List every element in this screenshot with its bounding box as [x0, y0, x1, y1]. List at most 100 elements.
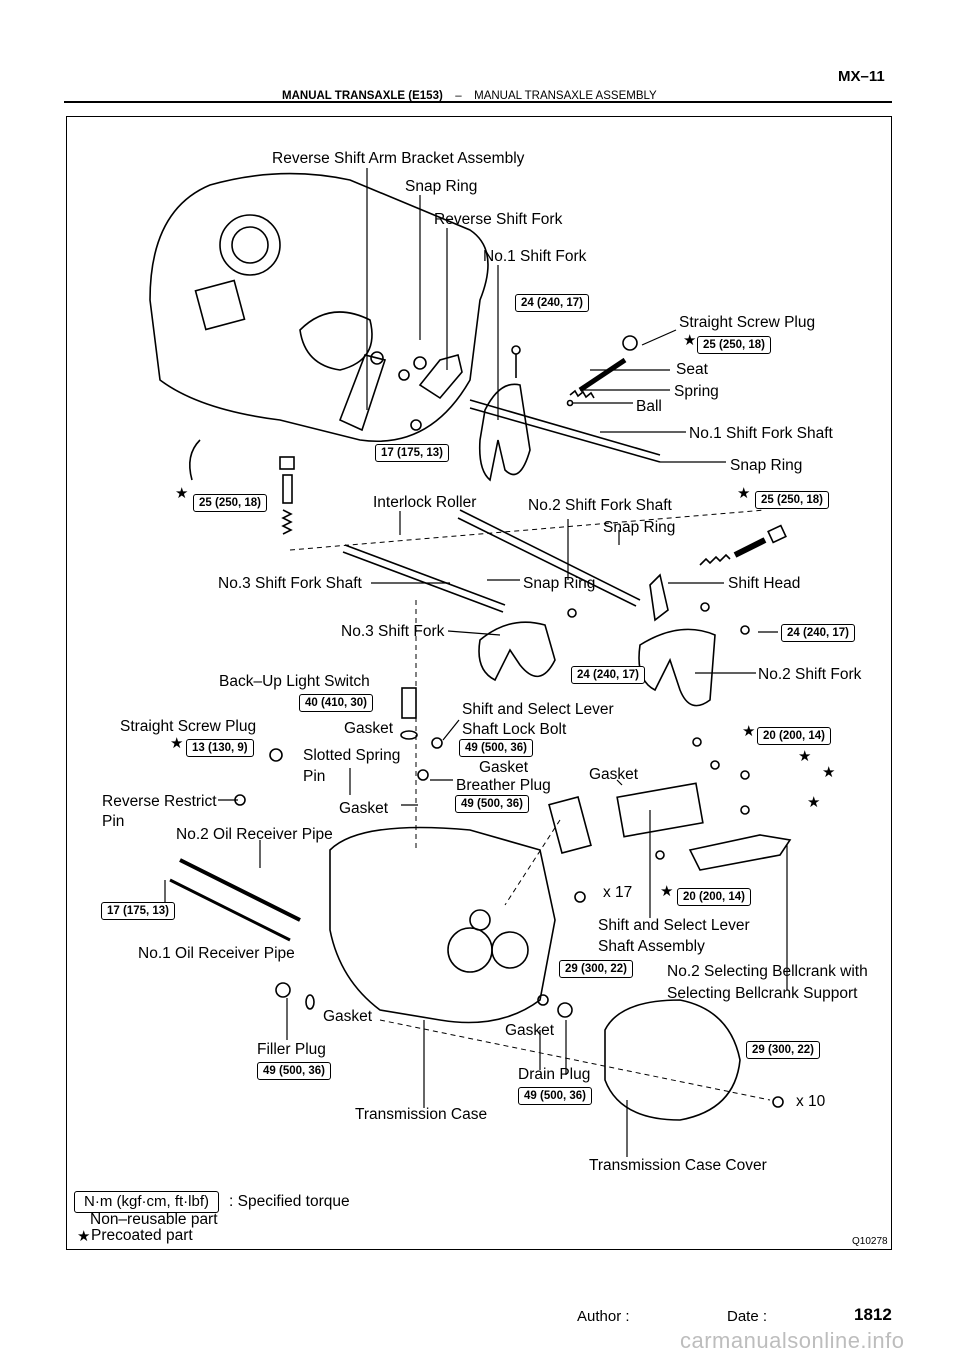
- back-up-light-switch: [401, 687, 417, 719]
- torque-box: 49 (500, 36): [455, 795, 530, 813]
- label-drain-plug: Drain Plug: [518, 1066, 591, 1083]
- label-snap-ring-top: Snap Ring: [405, 178, 478, 195]
- label-spring: Spring: [674, 383, 719, 400]
- label-no3-shift-fork-shaft: No.3 Shift Fork Shaft: [218, 575, 362, 592]
- precoated-star-icon: ★: [737, 485, 751, 502]
- housing-bore: [219, 214, 281, 276]
- label-no3-shift-fork: No.3 Shift Fork: [341, 623, 445, 640]
- torque-box: 17 (175, 13): [101, 902, 176, 920]
- label-shift-select-assembly-line2: Shaft Assembly: [598, 938, 705, 955]
- cover-bolt: [772, 1096, 784, 1108]
- figure-code: Q10278: [852, 1236, 888, 1247]
- label-reverse-restrict-pin-line2: Pin: [102, 813, 125, 830]
- label-reverse-restrict-pin-line1: Reverse Restrict: [102, 793, 217, 810]
- label-reverse-shift-arm-bracket: Reverse Shift Arm Bracket Assembly: [272, 150, 525, 167]
- transmission-case: [329, 826, 556, 1024]
- legend-star-icon: ★: [77, 1228, 91, 1245]
- label-bellcrank-line2: Selecting Bellcrank Support: [667, 985, 858, 1002]
- diagram-frame: [66, 116, 892, 1250]
- label-x10: x 10: [796, 1093, 826, 1110]
- no2-oil-receiver-pipe: [179, 858, 301, 922]
- legend-non-reusable: Non–reusable part: [90, 1211, 218, 1228]
- label-snap-ring-mid: Snap Ring: [603, 519, 676, 536]
- straight-screw-plug-left: [279, 456, 295, 470]
- reverse-shift-fork: [418, 354, 463, 400]
- label-bellcrank-line1: No.2 Selecting Bellcrank with: [667, 963, 868, 980]
- torque-box: 49 (500, 36): [518, 1087, 593, 1105]
- bellcrank: [688, 834, 792, 871]
- legend-specified-torque: : Specified torque: [229, 1193, 350, 1210]
- drain-plug: [557, 1002, 573, 1018]
- label-slotted-spring-pin-line1: Slotted Spring: [303, 747, 401, 764]
- label-no1-shift-fork-shaft: No.1 Shift Fork Shaft: [689, 425, 833, 442]
- label-filler-plug: Filler Plug: [257, 1041, 326, 1058]
- section-title: MANUAL TRANSAXLE (E153): [282, 90, 443, 102]
- no2-shift-fork-shaft: [459, 509, 641, 601]
- label-snap-ring-lower: Snap Ring: [523, 575, 596, 592]
- no1-shift-fork: [478, 383, 531, 482]
- label-seat: Seat: [676, 361, 708, 378]
- label-x17: x 17: [603, 884, 633, 901]
- torque-box: 25 (250, 18): [193, 494, 268, 512]
- transmission-case-cover: [604, 999, 741, 1121]
- footer-page-number: 1812: [854, 1305, 892, 1324]
- torque-box: 13 (130, 9): [186, 739, 254, 757]
- subsection-title: MANUAL TRANSAXLE ASSEMBLY: [474, 90, 657, 102]
- label-snap-ring-right: Snap Ring: [730, 457, 803, 474]
- label-ball: Ball: [636, 398, 662, 415]
- label-transmission-case-cover: Transmission Case Cover: [589, 1157, 767, 1174]
- torque-box: 29 (300, 22): [746, 1041, 821, 1059]
- torque-box: 20 (200, 14): [757, 727, 832, 745]
- label-no2-shift-fork: No.2 Shift Fork: [758, 666, 862, 683]
- torque-box: 24 (240, 17): [571, 666, 646, 684]
- precoated-star-icon: ★: [822, 764, 836, 781]
- label-back-up-light-switch: Back–Up Light Switch: [219, 673, 370, 690]
- precoated-star-icon: ★: [170, 735, 184, 752]
- label-no2-shift-fork-shaft: No.2 Shift Fork Shaft: [528, 497, 672, 514]
- spring: [569, 389, 595, 399]
- label-no2-oil-receiver-pipe: No.2 Oil Receiver Pipe: [176, 826, 333, 843]
- label-reverse-shift-fork: Reverse Shift Fork: [434, 211, 563, 228]
- label-straight-screw-plug-top: Straight Screw Plug: [679, 314, 816, 331]
- no3-shift-fork-shaft: [344, 544, 506, 606]
- straight-screw-plug-right: [767, 524, 787, 544]
- no3-shift-fork: [478, 621, 556, 682]
- seat: [578, 357, 627, 393]
- precoated-star-icon: ★: [807, 794, 821, 811]
- label-interlock-roller: Interlock Roller: [373, 494, 477, 511]
- legend-precoated: Precoated part: [91, 1227, 193, 1244]
- torque-box: 40 (410, 30): [299, 694, 374, 712]
- label-no1-oil-receiver-pipe: No.1 Oil Receiver Pipe: [138, 945, 295, 962]
- label-gasket-switch: Gasket: [344, 720, 394, 737]
- label-gasket-assembly: Gasket: [589, 766, 639, 783]
- housing-window: [194, 279, 246, 331]
- label-straight-screw-plug-left: Straight Screw Plug: [120, 718, 257, 735]
- precoated-star-icon: ★: [175, 485, 189, 502]
- filler-plug: [275, 982, 291, 998]
- shift-select-assembly: [616, 782, 704, 838]
- torque-box: 24 (240, 17): [781, 624, 856, 642]
- label-gasket-case: Gasket: [339, 800, 389, 817]
- legend-unit-box: N·m (kgf·cm, ft·lbf): [74, 1191, 219, 1213]
- label-gasket-drain: Gasket: [505, 1022, 555, 1039]
- precoated-star-icon: ★: [798, 748, 812, 765]
- no1-shift-fork-shaft: [469, 399, 661, 456]
- label-lock-bolt-line1: Shift and Select Lever: [462, 701, 614, 718]
- label-shift-select-assembly-line1: Shift and Select Lever: [598, 917, 750, 934]
- precoated-star-icon: ★: [742, 723, 756, 740]
- watermark: carmanualsonline.info: [680, 1328, 905, 1353]
- label-gasket-filler: Gasket: [323, 1008, 373, 1025]
- torque-box: 49 (500, 36): [257, 1062, 332, 1080]
- header-title-group: MANUAL TRANSAXLE (E153) – MANUAL TRANSAX…: [282, 86, 657, 104]
- precoated-star-icon: ★: [683, 332, 697, 349]
- rear-housing-outline: [149, 172, 489, 442]
- torque-box: 20 (200, 14): [677, 888, 752, 906]
- reverse-shift-arm-bracket: [338, 354, 387, 432]
- precoated-star-icon: ★: [660, 883, 674, 900]
- label-lock-bolt-line2: Shaft Lock Bolt: [462, 721, 567, 738]
- footer-date: Date :: [727, 1308, 768, 1325]
- label-shift-head: Shift Head: [728, 575, 801, 592]
- label-breather-plug: Breather Plug: [456, 777, 551, 794]
- torque-box: 25 (250, 18): [755, 491, 830, 509]
